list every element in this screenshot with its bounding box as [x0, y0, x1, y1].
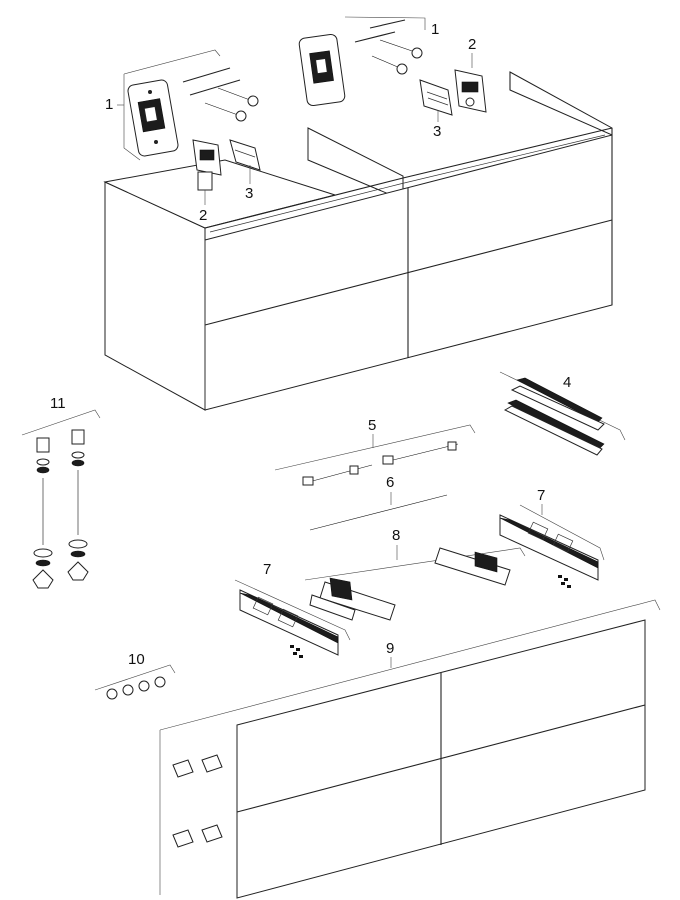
threaded-rod-feet — [21, 409, 101, 589]
part-label-5: 5 — [368, 417, 376, 434]
hanger-clip-right — [419, 79, 453, 116]
part-label-11: 11 — [50, 395, 66, 412]
part-label-7-right: 7 — [537, 487, 545, 504]
cover-caps — [94, 664, 176, 700]
connecting-rod — [309, 494, 448, 531]
part-label-3-left: 3 — [245, 185, 253, 202]
drawer-front-clips — [172, 754, 223, 848]
part-label-1-right: 1 — [431, 21, 439, 38]
hanger-clip-left — [229, 139, 261, 171]
drawer-runner-right — [499, 504, 605, 588]
drawer-front-brackets — [304, 547, 526, 621]
wall-bracket-plate-right — [298, 16, 426, 107]
part-label-8: 8 — [392, 527, 400, 544]
drawer-fronts — [159, 599, 661, 899]
wall-bracket-plate-left — [123, 49, 221, 161]
part-label-3-right: 3 — [433, 123, 441, 140]
wall-plugs-and-screws-left — [182, 67, 259, 122]
part-label-4: 4 — [563, 374, 571, 391]
drawer-connectors — [274, 424, 476, 486]
part-label-10: 10 — [128, 651, 145, 668]
part-label-6: 6 — [386, 474, 394, 491]
part-label-9: 9 — [386, 640, 394, 657]
guide-rails — [499, 371, 626, 456]
cabinet-body — [103, 71, 613, 411]
part-label-7-left: 7 — [263, 561, 271, 578]
suspension-bracket-right — [454, 69, 487, 113]
drawer-runner-left — [234, 579, 351, 658]
part-label-2-left: 2 — [199, 207, 207, 224]
part-label-2-right: 2 — [468, 36, 476, 53]
part-label-1-left: 1 — [105, 96, 113, 113]
suspension-bracket-left — [192, 139, 222, 191]
wall-plugs-and-screws-right — [354, 19, 423, 75]
